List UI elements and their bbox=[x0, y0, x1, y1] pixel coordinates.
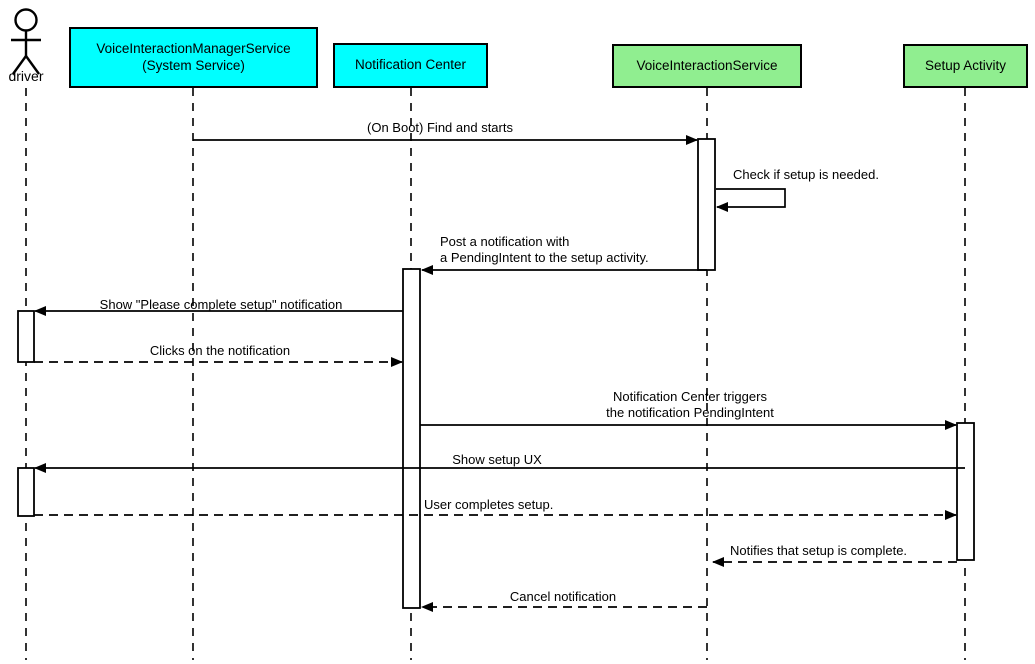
participant-label-setup-activity: Setup Activity bbox=[924, 57, 1007, 73]
activation-setup-activity bbox=[956, 422, 975, 561]
message-label-m7: Show setup UX bbox=[452, 452, 542, 467]
participant-box-setup-activity[interactable]: Setup Activity bbox=[903, 44, 1028, 88]
participant-box-notification-center[interactable]: Notification Center bbox=[333, 43, 488, 88]
message-arrow-m2-self bbox=[716, 188, 786, 212]
message-label-m5: Clicks on the notification bbox=[149, 343, 291, 358]
message-label-m9: Notifies that setup is complete. bbox=[730, 543, 908, 558]
participant-box-voice-interaction-service[interactable]: VoiceInteractionService bbox=[612, 44, 802, 88]
activation-voice-interaction-service bbox=[697, 138, 716, 271]
participant-label-vims: VoiceInteractionManagerService (System S… bbox=[96, 40, 291, 73]
participant-label-voice-interaction-service: VoiceInteractionService bbox=[636, 57, 778, 73]
message-label-m4: Show "Please complete setup" notificatio… bbox=[99, 297, 343, 312]
message-label-m1: (On Boot) Find and starts bbox=[367, 120, 513, 135]
message-arrows bbox=[34, 135, 965, 612]
message-label-m2: Check if setup is needed. bbox=[733, 167, 879, 182]
activation-driver-2 bbox=[17, 467, 35, 517]
participant-box-vims[interactable]: VoiceInteractionManagerService (System S… bbox=[69, 27, 318, 88]
actor-driver-figure bbox=[11, 8, 41, 75]
participant-label-notification-center: Notification Center bbox=[354, 57, 467, 73]
message-label-m3: Post a notification with a PendingIntent… bbox=[440, 234, 649, 266]
message-label-m8: User completes setup. bbox=[424, 497, 554, 512]
message-label-m6: Notification Center triggers the notific… bbox=[606, 389, 774, 421]
activation-bars bbox=[17, 138, 975, 609]
activation-notification-center bbox=[402, 268, 421, 609]
message-label-m10: Cancel notification bbox=[509, 589, 617, 604]
activation-driver-1 bbox=[17, 310, 35, 363]
actor-label-driver: driver bbox=[8, 68, 44, 84]
